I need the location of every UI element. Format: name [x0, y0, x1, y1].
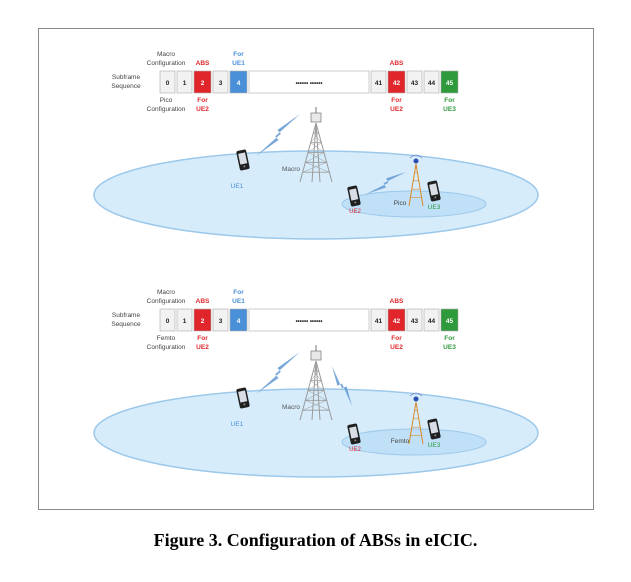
subframe-label: 1	[183, 318, 187, 325]
ue3-phone	[427, 180, 441, 202]
subframe-cell	[387, 70, 406, 94]
subframe-cell	[423, 308, 440, 332]
subframe-label: •••••• ••••••	[296, 319, 323, 325]
subframe-cell	[176, 308, 193, 332]
top-annotation: ABS	[390, 298, 404, 305]
subframe-label: 45	[446, 80, 454, 87]
subframe-cell	[159, 308, 176, 332]
subframe-label: 43	[411, 80, 419, 87]
subframe-label: •••••• ••••••	[296, 81, 323, 87]
macro-label: Macro	[282, 166, 300, 173]
subframe-cell	[193, 70, 212, 94]
antenna-box	[310, 112, 322, 123]
ue2-phone	[347, 423, 361, 445]
signal-macro-ue1	[256, 352, 300, 394]
subframe-cell	[212, 308, 229, 332]
ue2-label: UE2	[349, 447, 361, 453]
small-cell-label: Pico	[394, 200, 407, 207]
ue3-phone	[427, 418, 441, 440]
subframe-cell	[176, 70, 193, 94]
subframe-cell	[212, 70, 229, 94]
subframe-label: 41	[375, 318, 383, 325]
subframe-cell	[440, 308, 459, 332]
subframe-label: 2	[201, 80, 205, 87]
ue1-label: UE1	[231, 421, 244, 428]
subframe-label: 41	[375, 80, 383, 87]
subframe-label: 42	[393, 318, 401, 325]
subframe-label: 4	[237, 80, 241, 87]
ue1-label: UE1	[231, 183, 244, 190]
subframe-cell	[248, 308, 370, 332]
top-annotation: ABS	[196, 60, 210, 67]
small-cell-area	[341, 190, 487, 218]
top-annotation: ABS	[196, 298, 210, 305]
signal-macro-ue2	[332, 366, 352, 406]
subframe-label: 42	[393, 80, 401, 87]
subframe-cell	[229, 70, 248, 94]
subframe-cell	[406, 308, 423, 332]
subframe-label: 0	[166, 80, 170, 87]
subframe-label: 4	[237, 318, 241, 325]
ue2-label: UE2	[349, 209, 361, 215]
subframe-label: 3	[219, 318, 223, 325]
small-cell-label: Femto	[391, 438, 410, 445]
ue3-label: UE3	[428, 442, 441, 449]
antenna-box	[310, 350, 322, 361]
ue2-phone	[347, 185, 361, 207]
subframe-cell	[423, 70, 440, 94]
subframe-cell	[193, 308, 212, 332]
top-annotation: ABS	[390, 60, 404, 67]
subframe-cell	[440, 70, 459, 94]
subframe-label: 0	[166, 318, 170, 325]
subframe-cell	[370, 70, 387, 94]
figure-caption: Figure 3. Configuration of ABSs in eICIC…	[153, 530, 478, 550]
subframe-label: 2	[201, 318, 205, 325]
ue1-phone	[236, 149, 250, 171]
subframe-label: 43	[411, 318, 419, 325]
subframe-label: 44	[428, 318, 436, 325]
subframe-cell	[248, 70, 370, 94]
ue3-label: UE3	[428, 204, 441, 211]
subframe-cell	[229, 308, 248, 332]
subframe-cell	[370, 308, 387, 332]
macro-cell-area	[93, 388, 539, 478]
ue1-phone	[236, 387, 250, 409]
macro-label: Macro	[282, 404, 300, 411]
subframe-label: 1	[183, 80, 187, 87]
signal-macro-ue1	[256, 114, 300, 156]
signal-pico-ue2	[366, 172, 406, 194]
subframe-label: 3	[219, 80, 223, 87]
subframe-label: 45	[446, 318, 454, 325]
macro-cell-area	[93, 150, 539, 240]
subframe-cell	[406, 70, 423, 94]
subframe-label: 44	[428, 80, 436, 87]
small-cell-area	[341, 428, 487, 456]
subframe-cell	[387, 308, 406, 332]
subframe-cell	[159, 70, 176, 94]
